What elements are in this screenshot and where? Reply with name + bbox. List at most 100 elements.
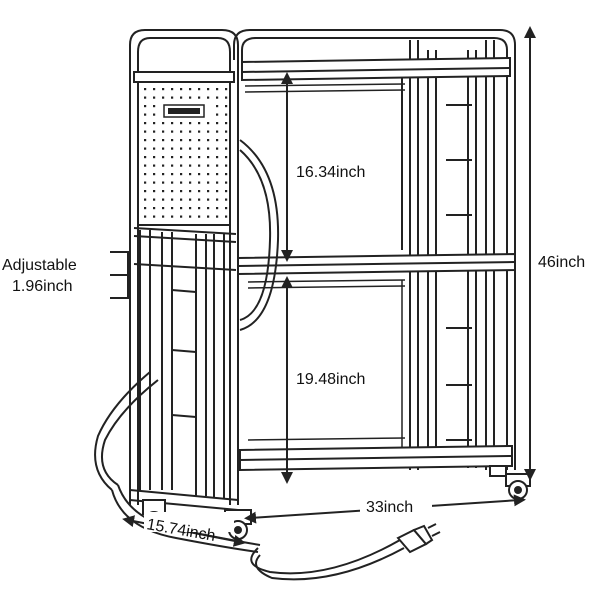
peg-hole: [216, 122, 219, 125]
peg-hole: [153, 96, 156, 99]
peg-hole: [162, 164, 165, 167]
peg-hole: [189, 156, 192, 159]
peg-hole: [225, 147, 228, 150]
pegboard-panel: [133, 71, 235, 226]
peg-hole: [189, 190, 192, 193]
peg-hole: [225, 139, 228, 142]
peg-hole: [153, 164, 156, 167]
peg-hole: [144, 96, 147, 99]
peg-hole: [216, 113, 219, 116]
peg-hole: [216, 164, 219, 167]
peg-hole: [225, 173, 228, 176]
peg-hole: [216, 96, 219, 99]
peg-hole: [216, 181, 219, 184]
peg-hole: [144, 147, 147, 150]
peg-hole: [144, 207, 147, 210]
peg-hole: [225, 96, 228, 99]
peg-hole: [171, 190, 174, 193]
bottom-shelf: [239, 444, 513, 472]
peg-hole: [171, 139, 174, 142]
peg-hole: [162, 147, 165, 150]
pegboard-holes: [144, 88, 228, 218]
peg-hole: [198, 122, 201, 125]
peg-hole: [189, 198, 192, 201]
peg-hole: [216, 156, 219, 159]
peg-hole: [189, 88, 192, 91]
peg-hole: [171, 207, 174, 210]
rear-frame: [233, 29, 516, 470]
middle-shelf: [237, 252, 516, 276]
peg-hole: [225, 113, 228, 116]
peg-hole: [225, 105, 228, 108]
peg-hole: [171, 215, 174, 218]
peg-hole: [144, 181, 147, 184]
peg-hole: [216, 173, 219, 176]
peg-hole: [189, 130, 192, 133]
peg-hole: [216, 198, 219, 201]
peg-hole: [153, 207, 156, 210]
peg-hole: [180, 215, 183, 218]
peg-hole: [153, 113, 156, 116]
peg-hole: [144, 215, 147, 218]
peg-hole: [171, 181, 174, 184]
peg-hole: [207, 181, 210, 184]
peg-hole: [162, 156, 165, 159]
peg-hole: [198, 173, 201, 176]
width-label: 33inch: [366, 499, 413, 516]
peg-hole: [198, 190, 201, 193]
peg-hole: [189, 96, 192, 99]
top-shelf: [241, 56, 511, 250]
peg-hole: [207, 215, 210, 218]
peg-hole: [189, 173, 192, 176]
depth-label-bg: [144, 512, 234, 532]
peg-hole: [162, 88, 165, 91]
peg-hole: [225, 215, 228, 218]
peg-hole: [189, 122, 192, 125]
peg-hole: [207, 147, 210, 150]
peg-hole: [225, 164, 228, 167]
peg-hole: [180, 96, 183, 99]
peg-hole: [189, 139, 192, 142]
peg-hole: [153, 190, 156, 193]
peg-hole: [180, 88, 183, 91]
peg-hole: [180, 139, 183, 142]
peg-hole: [207, 190, 210, 193]
peg-hole: [171, 156, 174, 159]
peg-hole: [207, 122, 210, 125]
lower-gap-label: 19.48inch: [296, 371, 365, 388]
peg-hole: [207, 164, 210, 167]
peg-hole: [162, 215, 165, 218]
peg-hole: [162, 181, 165, 184]
peg-hole: [216, 215, 219, 218]
peg-hole: [225, 130, 228, 133]
brand-plate: [163, 104, 205, 118]
adjustable-bracket: [110, 251, 129, 299]
front-lower-slats: [133, 227, 237, 498]
power-plug: [396, 523, 441, 554]
peg-hole: [171, 173, 174, 176]
peg-hole: [180, 130, 183, 133]
peg-hole: [153, 147, 156, 150]
peg-hole: [153, 88, 156, 91]
peg-hole: [162, 122, 165, 125]
upper-gap-label: 16.34inch: [296, 164, 365, 181]
peg-hole: [216, 147, 219, 150]
lower-gap-label-bg: [290, 367, 386, 389]
peg-hole: [216, 139, 219, 142]
peg-hole: [225, 181, 228, 184]
peg-hole: [171, 88, 174, 91]
peg-hole: [162, 139, 165, 142]
peg-hole: [180, 190, 183, 193]
peg-hole: [216, 207, 219, 210]
peg-hole: [144, 173, 147, 176]
peg-hole: [162, 190, 165, 193]
peg-hole: [153, 173, 156, 176]
peg-hole: [171, 147, 174, 150]
height-label: 46inch: [538, 254, 585, 271]
peg-hole: [144, 88, 147, 91]
peg-hole: [216, 130, 219, 133]
peg-hole: [144, 156, 147, 159]
peg-hole: [207, 139, 210, 142]
peg-hole: [198, 156, 201, 159]
